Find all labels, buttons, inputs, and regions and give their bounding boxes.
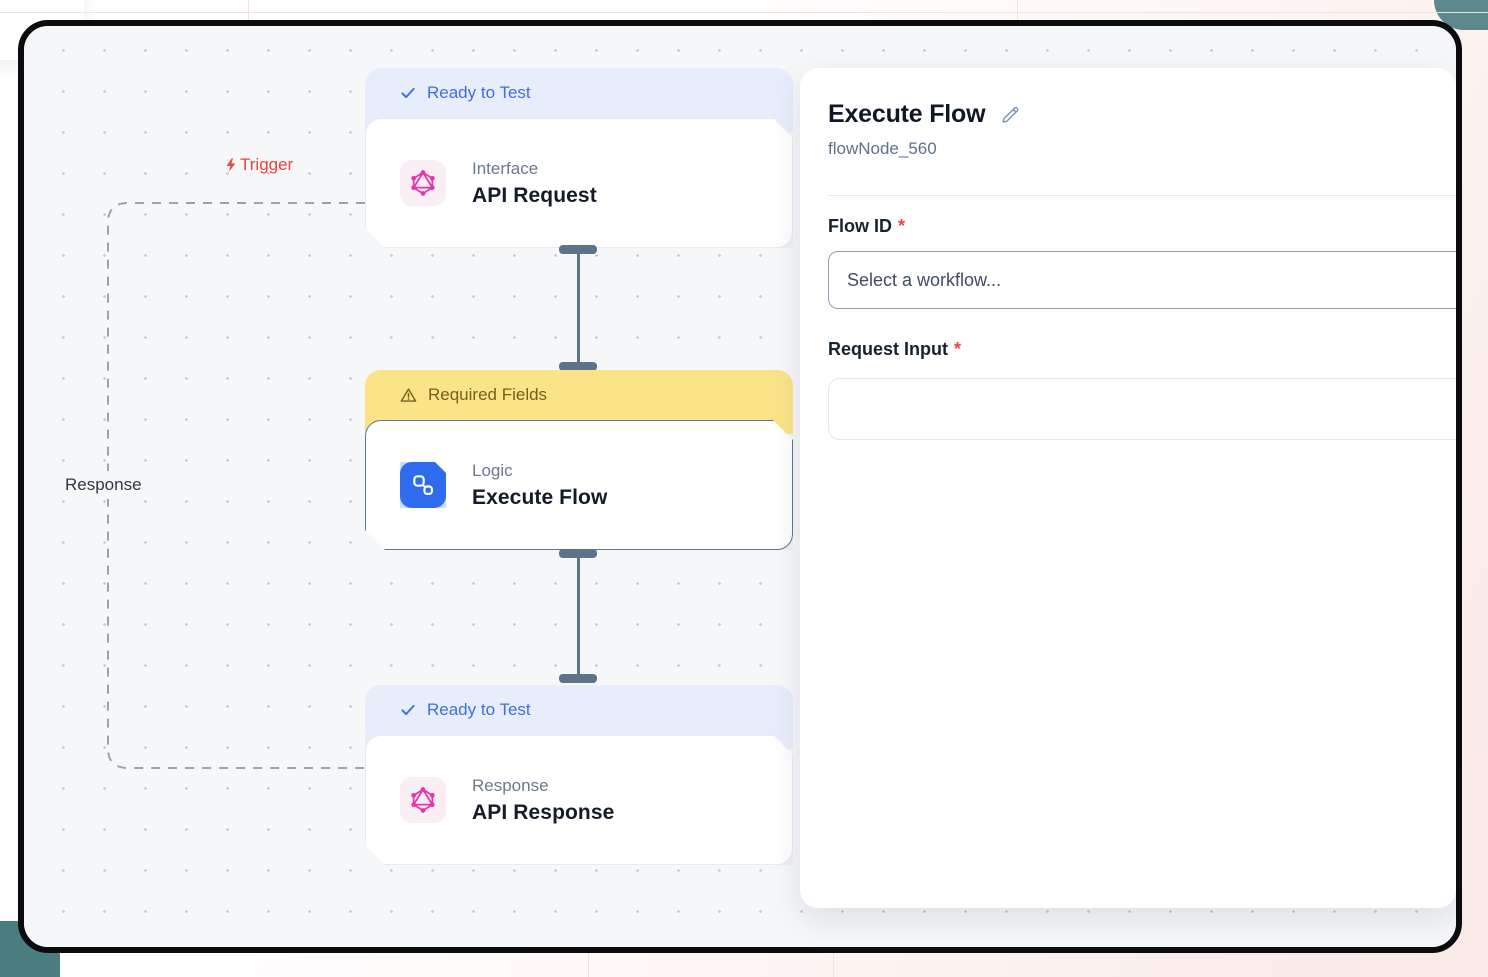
- field-label-text: Flow ID: [828, 216, 892, 236]
- background-gridline: [1017, 0, 1018, 20]
- node-card[interactable]: Interface API Request: [365, 118, 793, 248]
- node-status-text: Ready to Test: [427, 700, 531, 719]
- background-gridline: [248, 0, 249, 20]
- graphql-icon: [400, 777, 446, 823]
- background-gridline: [833, 953, 834, 977]
- field-label-text: Request Input: [828, 339, 948, 359]
- node-title: API Response: [472, 800, 615, 824]
- flow-id-label: Flow ID *: [828, 216, 1456, 237]
- node-status-text: Ready to Test: [427, 83, 531, 102]
- node-status-text: Required Fields: [428, 385, 548, 404]
- lightning-icon: [226, 158, 236, 172]
- check-icon: [401, 87, 415, 99]
- flow-canvas[interactable]: Trigger Response Ready to Test: [24, 26, 1456, 947]
- warning-icon: [400, 387, 417, 402]
- node-title: API Request: [472, 183, 597, 207]
- node-category: Interface: [472, 158, 539, 178]
- panel-title: Execute Flow: [828, 100, 986, 128]
- background-gridline: [0, 12, 1488, 13]
- request-input-label: Request Input *: [828, 339, 1456, 360]
- node-execute-flow[interactable]: Required Fields Logic Execute Flow: [365, 370, 793, 550]
- edge-connector: [576, 248, 580, 368]
- config-panel: Execute Flow flowNode_560 Flow ID * Sele…: [800, 68, 1456, 908]
- flow-id-select[interactable]: Select a workflow...: [828, 251, 1456, 309]
- background-gridline: [588, 953, 589, 977]
- link-icon: [400, 462, 446, 508]
- node-card[interactable]: Response API Response: [365, 735, 793, 865]
- node-category: Logic: [472, 460, 513, 480]
- edit-pencil-icon[interactable]: [999, 104, 1021, 126]
- divider: [828, 195, 1456, 196]
- node-id-text: flowNode_560: [828, 139, 937, 158]
- response-edge-label: Response: [58, 471, 149, 499]
- edge-handle: [559, 674, 597, 683]
- node-api-response[interactable]: Ready to Test: [365, 685, 793, 865]
- trigger-label-text: Trigger: [240, 155, 294, 174]
- edge-handle: [559, 549, 597, 558]
- node-title: Execute Flow: [472, 485, 608, 509]
- edge-handle: [559, 362, 597, 371]
- graphql-icon: [400, 160, 446, 206]
- select-placeholder: Select a workflow...: [847, 269, 1002, 290]
- trigger-label: Trigger: [223, 155, 293, 175]
- node-api-request[interactable]: Ready to Test: [365, 68, 793, 248]
- required-asterisk: *: [954, 339, 962, 359]
- check-icon: [401, 704, 415, 716]
- edge-connector: [576, 553, 580, 680]
- edge-handle: [559, 245, 597, 254]
- app-window-frame: Trigger Response Ready to Test: [18, 20, 1462, 953]
- node-category: Response: [472, 775, 549, 795]
- node-card[interactable]: Logic Execute Flow: [365, 420, 793, 550]
- required-asterisk: *: [898, 216, 906, 236]
- request-input-field[interactable]: [828, 378, 1456, 440]
